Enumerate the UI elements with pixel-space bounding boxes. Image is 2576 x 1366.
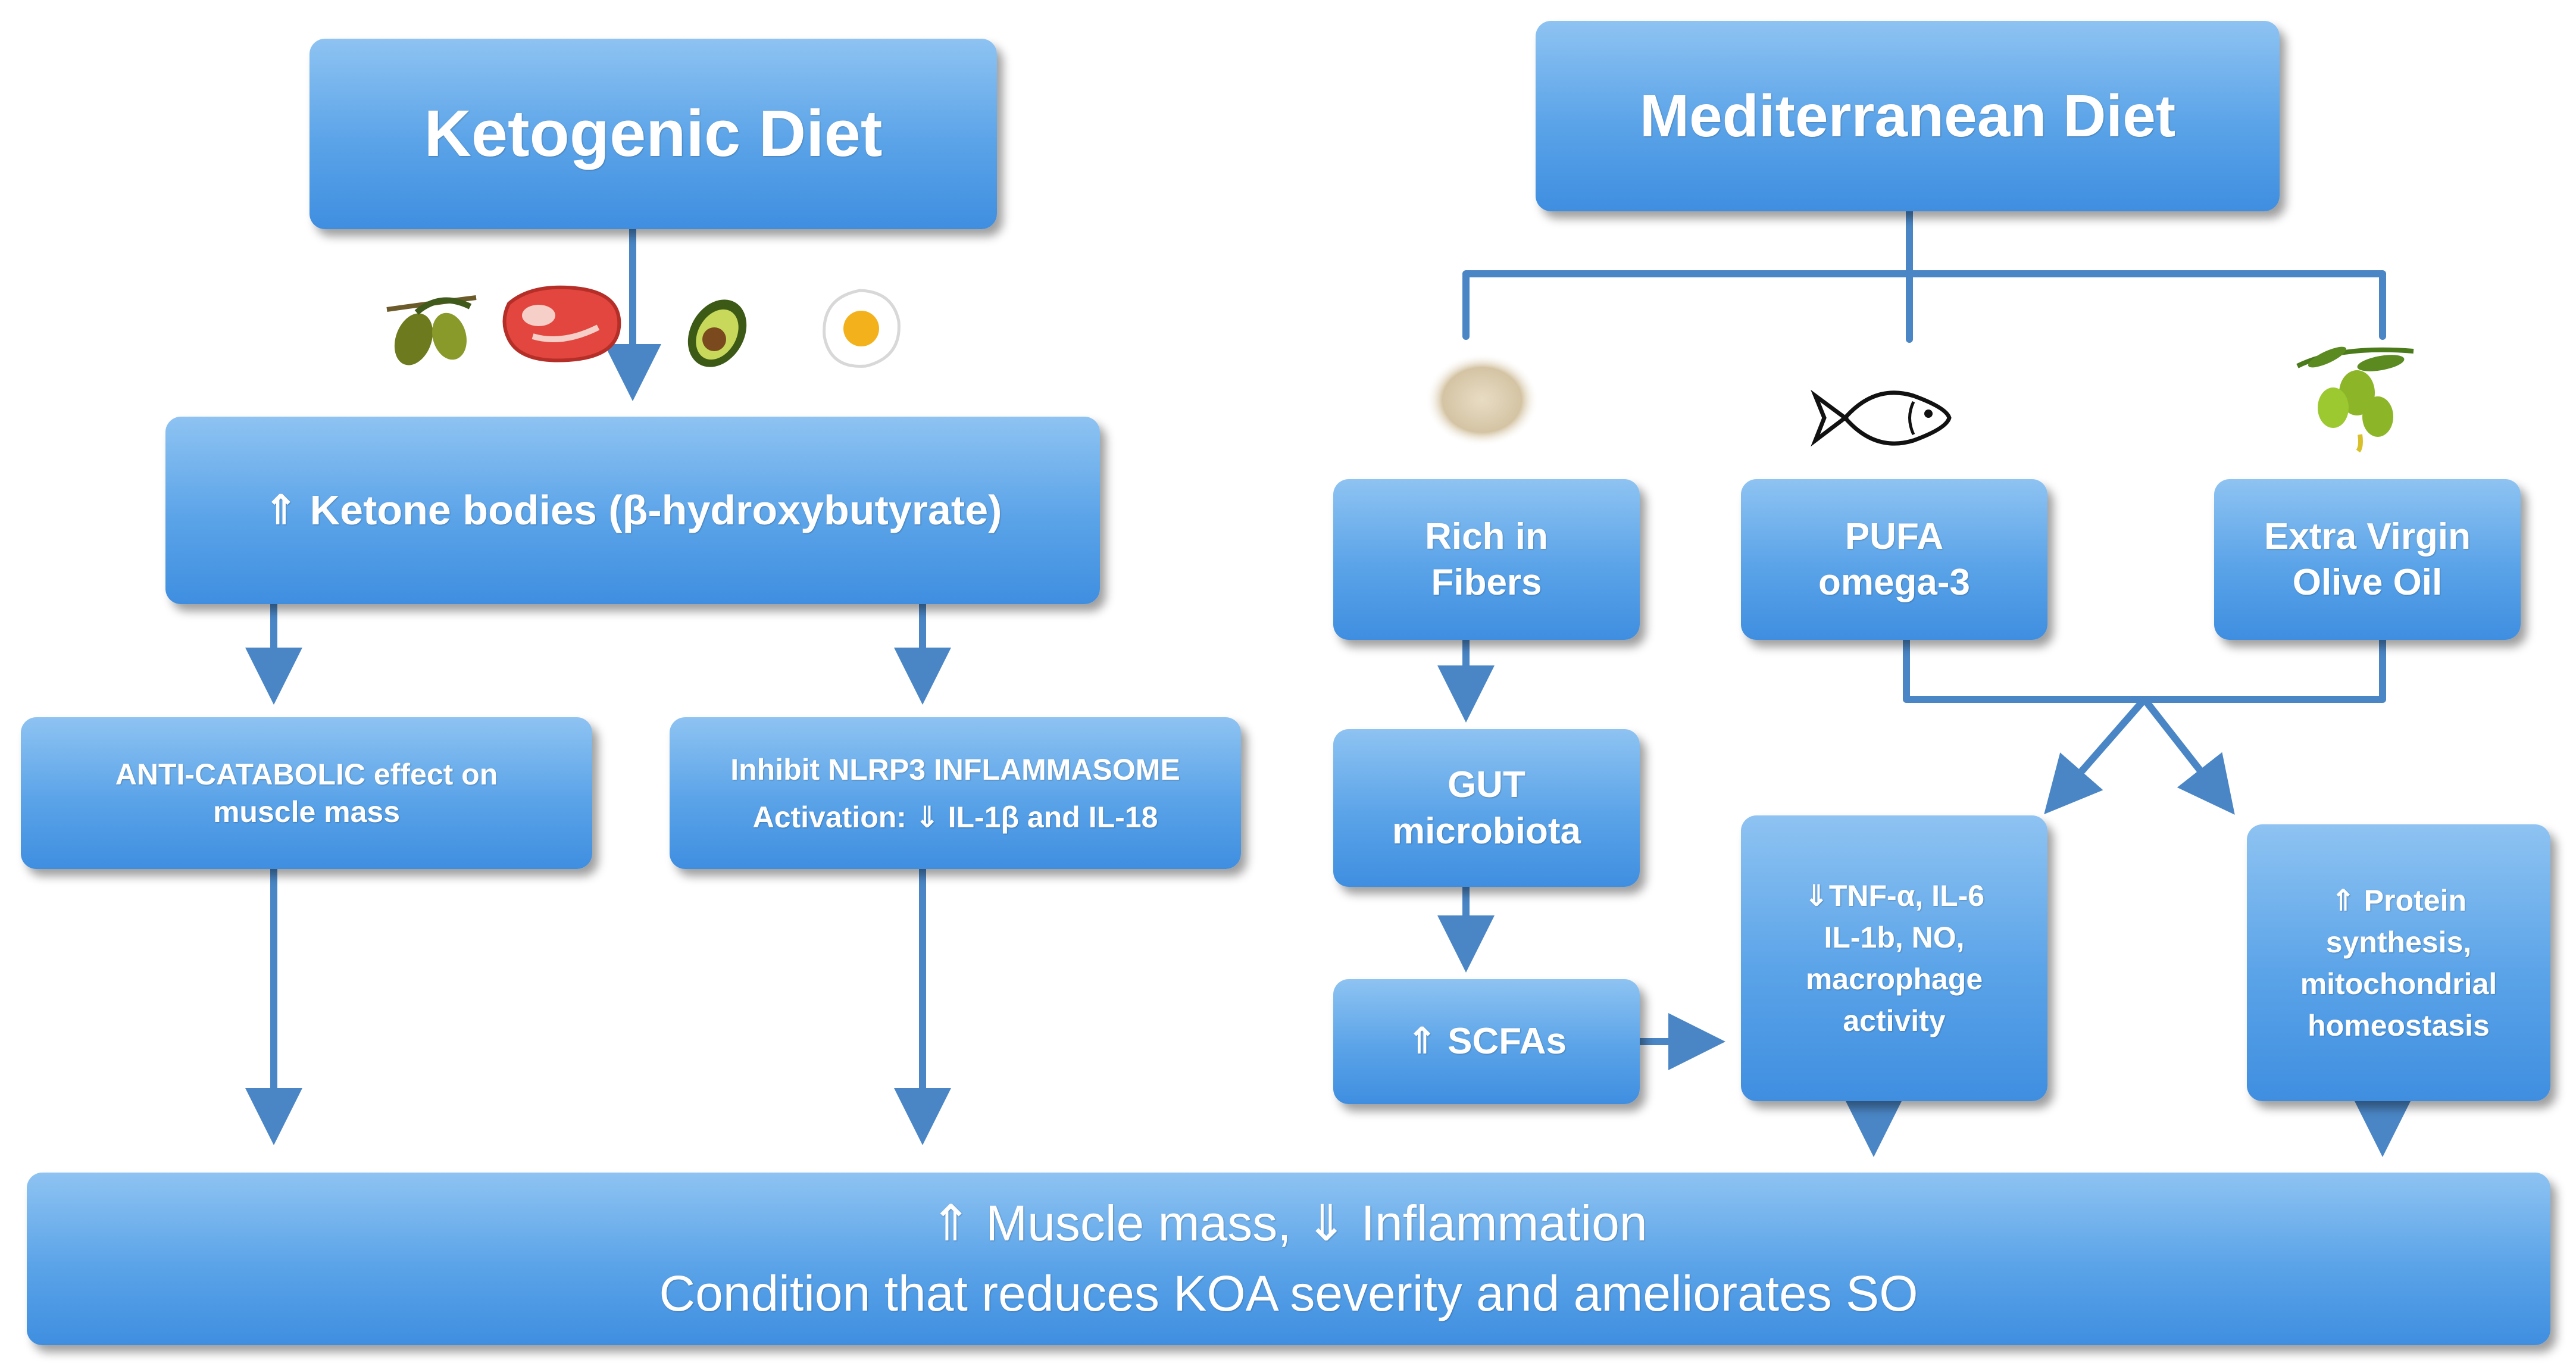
- grain-icon: [1425, 354, 1539, 446]
- arrow-merge-to-tnf: [2044, 696, 2148, 815]
- extra-virgin-olive-oil-box: Extra Virgin Olive Oil: [2214, 479, 2521, 640]
- ketogenic-diet-title: Ketogenic Diet: [310, 39, 997, 229]
- mediterranean-diet-title: Mediterranean Diet: [1536, 21, 2280, 211]
- fish-icon: [1811, 389, 1952, 447]
- rich-in-fibers-box: Rich in Fibers: [1333, 479, 1640, 640]
- protein-synthesis-box: ⇑ Protein synthesis, mitochondrial homeo…: [2247, 824, 2550, 1101]
- gut-microbiota-box: GUT microbiota: [1333, 729, 1640, 887]
- merge-lines: [1903, 636, 2386, 703]
- egg-icon: [823, 289, 901, 368]
- tnf-alpha-box: ⇓TNF-α, IL-6 IL-1b, NO, macrophage activ…: [1741, 815, 2047, 1101]
- steak-icon: [502, 285, 621, 362]
- arrow-merge-to-protein: [2141, 696, 2235, 815]
- nlrp3-box: Inhibit NLRP3 INFLAMMASOME Activation: ⇓…: [670, 717, 1241, 869]
- olives-icon: [2296, 346, 2414, 452]
- result-box: ⇑ Muscle mass, ⇓ Inflammation Condition …: [27, 1173, 2550, 1345]
- scfa-box: ⇑ SCFAs: [1333, 979, 1640, 1104]
- olive-icon: [386, 295, 477, 365]
- anti-catabolic-box: ANTI-CATABOLIC effect on muscle mass: [21, 717, 592, 869]
- avocado-icon: [687, 299, 747, 367]
- ketone-bodies-box: ⇑ Ketone bodies (β-hydroxybutyrate): [165, 417, 1100, 604]
- med-branch-lines: [1462, 208, 2386, 343]
- pufa-omega3-box: PUFA omega-3: [1741, 479, 2047, 640]
